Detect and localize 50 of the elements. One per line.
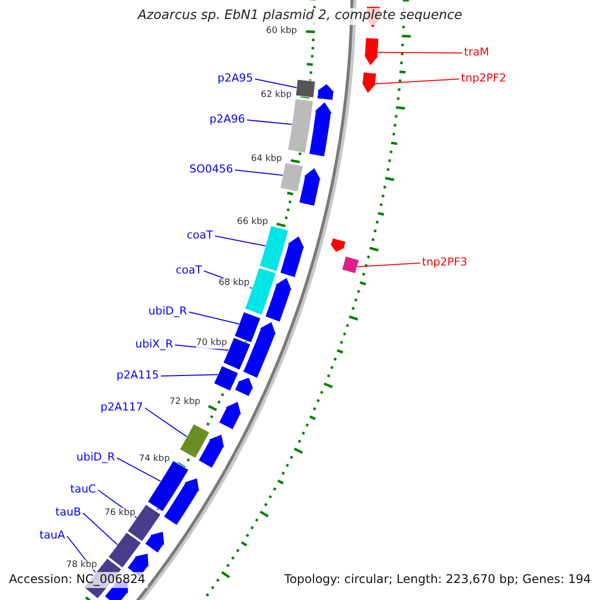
scale-label: 70 kbp xyxy=(196,338,228,349)
gene-label: tauA xyxy=(38,530,66,542)
feature-block xyxy=(287,98,314,154)
feature-block xyxy=(295,79,316,98)
leader-line xyxy=(144,408,188,438)
feature-block xyxy=(179,424,210,459)
gene-label: p2A117 xyxy=(99,402,144,414)
gene-label: ubiX_R xyxy=(134,338,174,352)
feature-block xyxy=(234,312,261,344)
leader-line xyxy=(246,120,292,125)
gene-label: tauC xyxy=(69,484,97,496)
gene-label: SO0456 xyxy=(188,164,234,176)
feature-block xyxy=(280,162,304,192)
gene-label: tnp2PF2 xyxy=(460,72,508,86)
gene-label: traM xyxy=(463,46,490,60)
scale-label: 60 kbp xyxy=(266,26,297,36)
gene-label: tnp2PF3 xyxy=(421,256,468,270)
leader-line xyxy=(234,170,284,176)
scale-label: 68 kbp xyxy=(218,278,250,288)
leader-line xyxy=(374,78,460,84)
gene-feature xyxy=(363,37,380,66)
scale-label: 66 kbp xyxy=(237,216,268,227)
gene-label: ubiD_R xyxy=(75,452,116,464)
scale-label: 74 kbp xyxy=(138,453,170,464)
gene-label: coaT xyxy=(186,230,214,242)
leader-line xyxy=(82,512,118,546)
leader-line xyxy=(188,312,240,324)
leader-line xyxy=(116,458,162,482)
feature-block xyxy=(341,256,360,274)
leader-line xyxy=(377,52,462,54)
gene-label: p2A115 xyxy=(115,370,160,382)
gene-label: p2A95 xyxy=(216,72,254,86)
scale-label: 72 kbp xyxy=(169,396,200,408)
leader-line xyxy=(214,236,266,246)
gene-label: tauB xyxy=(54,506,82,520)
leader-line xyxy=(356,262,420,268)
gene-label: ubiD_R xyxy=(147,306,188,318)
gene-feature xyxy=(360,72,378,94)
scale-label: 62 kbp xyxy=(260,90,292,100)
feature-block xyxy=(213,365,239,392)
scale-label: 64 kbp xyxy=(251,154,282,164)
feature-block xyxy=(108,532,142,568)
leader-line xyxy=(160,374,218,376)
accession-text: Accession: NC_006824 xyxy=(6,572,148,588)
gene-label: coaT xyxy=(174,264,203,278)
scale-label: 76 kbp xyxy=(104,508,136,518)
scale-label: 78 kbp xyxy=(66,560,98,570)
gene-label: p2A96 xyxy=(208,114,246,126)
leader-line xyxy=(254,78,298,88)
feature-block xyxy=(259,225,289,272)
